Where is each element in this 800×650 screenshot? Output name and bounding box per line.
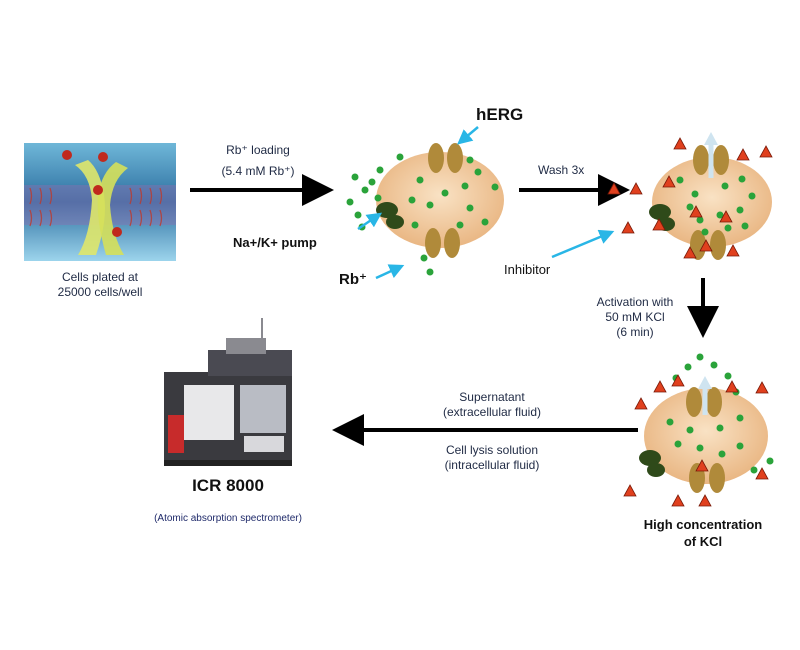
rb-label: Rb⁺ (339, 271, 367, 288)
activation-label-line1: Activation with (596, 295, 674, 309)
rb-pointer (375, 264, 405, 280)
high-kcl-label-line1: High concentration (643, 517, 763, 532)
activated-ions (666, 353, 774, 474)
activation-label-line3: (6 min) (616, 325, 654, 339)
membrane-illustration (24, 143, 176, 261)
loading-label-line1: Rb⁺ loading (226, 143, 290, 157)
inhibitor-label: Inhibitor (504, 262, 551, 277)
loading-ions (346, 153, 499, 276)
herg-channel (447, 143, 463, 173)
pump-label: Na+/K+ pump (233, 235, 317, 250)
supernatant-label-line2: (extracellular fluid) (442, 405, 542, 419)
cells-label-line1: Cells plated at (61, 270, 139, 284)
inhibitor-ions (676, 175, 756, 236)
activated-cell (639, 376, 768, 493)
instrument-name: ICR 8000 (192, 476, 264, 495)
herg-channel (425, 228, 441, 258)
loading-label-line2: (5.4 mM Rb⁺) (221, 164, 295, 178)
pump (386, 215, 404, 229)
spectrometer-illustration (164, 318, 292, 466)
instrument-description: (Atomic absorption spectrometer) (154, 513, 302, 524)
loading-cell (376, 143, 504, 258)
cells-label: Cells plated at 25000 cells/well (24, 270, 176, 300)
herg-channel (428, 143, 444, 173)
activated-inhibitor-molecules (623, 374, 769, 507)
loading-label: Rb⁺ loading (5.4 mM Rb⁺) (198, 143, 318, 179)
wash-label: Wash 3x (538, 163, 585, 177)
activation-label-line2: 50 mM KCl (605, 310, 665, 324)
herg-pointer (457, 126, 479, 145)
inhibitor-pointer (551, 229, 615, 259)
high-kcl-label-line2: of KCl (683, 534, 723, 549)
supernatant-label-line1: Supernatant (459, 390, 525, 404)
pump-pointer (357, 212, 383, 231)
supernatant-label: Supernatant (extracellular fluid) (422, 390, 562, 420)
inhibitor-molecules (607, 137, 773, 259)
herg-label: hERG (476, 105, 524, 124)
lysis-label-line2: (intracellular fluid) (444, 458, 540, 472)
cells-label-line2: 25000 cells/well (57, 285, 143, 299)
herg-channel (444, 228, 460, 258)
lysis-label: Cell lysis solution (intracellular fluid… (422, 443, 562, 473)
high-kcl-label: High concentration of KCl (628, 517, 778, 549)
activation-label: Activation with 50 mM KCl (6 min) (580, 295, 690, 340)
lysis-label-line1: Cell lysis solution (445, 443, 539, 457)
